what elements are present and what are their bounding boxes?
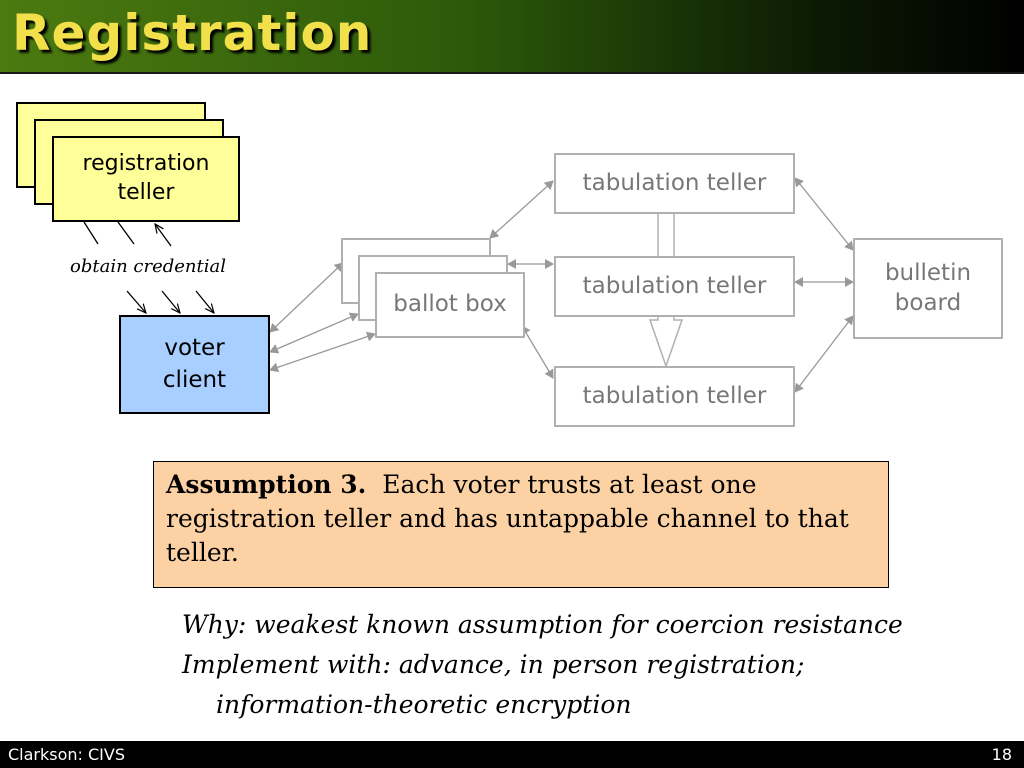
notes-line-2: Implement with: advance, in person regis…	[182, 650, 805, 679]
bulletin-board-label: bulletin board	[884, 259, 972, 316]
obtain-credential-label: obtain credential	[70, 256, 226, 277]
page-number: 18	[991, 745, 1012, 764]
obtain-credential-arrows-lower	[126, 290, 214, 313]
obtain-credential-arrows-upper	[83, 221, 172, 247]
ballot-to-tabulation-arrows	[489, 180, 554, 379]
assumption-text: Each voter trusts at least one registrat…	[166, 470, 849, 567]
voter-client-label: voter client	[162, 335, 227, 393]
ballot-box-label: ballot box	[393, 291, 507, 318]
notes: Why: weakest known assumption for coerci…	[182, 605, 903, 725]
tabulation-to-bulletin-arrows	[794, 177, 854, 393]
registration-teller-label: registration teller	[82, 151, 210, 205]
tabulation-teller-label: tabulation teller	[582, 272, 767, 299]
assumption-heading: Assumption 3.	[166, 470, 367, 499]
ballot-box: ballot box	[375, 272, 525, 338]
bulletin-board: bulletin board	[853, 238, 1003, 339]
tabulation-teller-label: tabulation teller	[582, 382, 767, 409]
tabulation-teller-bottom: tabulation teller	[554, 366, 795, 427]
slide-title: Registration	[12, 4, 373, 62]
voter-client: voter client	[119, 315, 270, 414]
footer: Clarkson: CIVS 18	[0, 741, 1024, 768]
title-bar: Registration	[0, 0, 1024, 74]
registration-teller: registration teller	[52, 136, 240, 222]
tabulation-teller-middle: tabulation teller	[554, 256, 795, 317]
notes-line-1: Why: weakest known assumption for coerci…	[182, 610, 903, 639]
tabulation-teller-top: tabulation teller	[554, 153, 795, 214]
voter-to-ballot-arrows	[269, 262, 376, 373]
notes-line-3: information-theoretic encryption	[216, 690, 632, 719]
footer-left: Clarkson: CIVS	[8, 745, 125, 764]
assumption-box: Assumption 3. Each voter trusts at least…	[153, 461, 889, 588]
tabulation-teller-label: tabulation teller	[582, 169, 767, 196]
